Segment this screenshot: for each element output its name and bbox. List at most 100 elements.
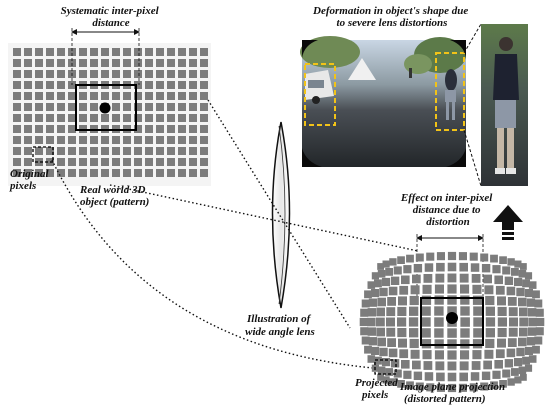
pixel-square	[123, 147, 131, 155]
pixel-square	[123, 114, 131, 122]
projected-pixel-square	[436, 372, 445, 382]
projected-pixel-square	[368, 298, 378, 307]
projected-pixel-square	[460, 339, 470, 349]
projected-pixel-square	[390, 359, 400, 368]
distorted-center-dot	[446, 312, 458, 324]
pixel-square	[35, 103, 43, 111]
projected-pixel-square	[371, 289, 380, 298]
pixel-square	[200, 48, 208, 56]
pixel-square	[145, 125, 153, 133]
projected-pixel-square	[509, 317, 518, 327]
projected-pixel-square	[469, 383, 478, 392]
pixel-square	[101, 158, 109, 166]
pixel-square	[134, 48, 142, 56]
pixel-square	[35, 158, 43, 166]
distorted-pixel-grid	[359, 251, 545, 393]
projected-pixel-square	[492, 370, 501, 379]
pixel-square	[189, 48, 197, 56]
pixel-square	[57, 81, 65, 89]
projected-pixel-square	[426, 252, 435, 261]
projected-pixel-square	[497, 317, 507, 327]
pixel-square	[13, 158, 21, 166]
distorted-center-box	[420, 297, 484, 346]
projected-pixel-square	[506, 348, 516, 358]
pixel-square	[90, 169, 98, 177]
pixel-square	[90, 48, 98, 56]
pixel-square	[101, 169, 109, 177]
pixel-square	[189, 81, 197, 89]
pixel-square	[79, 114, 87, 122]
projected-pixel-square	[497, 306, 507, 316]
projected-pixel-square	[367, 308, 376, 317]
projected-pixel-square	[499, 256, 507, 264]
projected-pixel-square	[434, 339, 444, 349]
projected-pixel-square	[528, 355, 537, 363]
pixel-square	[13, 92, 21, 100]
pixel-square	[134, 125, 142, 133]
pixel-square	[145, 59, 153, 67]
pixel-square	[145, 136, 153, 144]
projected-pixel-square	[371, 272, 379, 280]
pixel-square	[200, 103, 208, 111]
pixel-square	[35, 114, 43, 122]
pixel-square	[101, 92, 109, 100]
pixel-square	[167, 125, 175, 133]
pixel-square	[200, 59, 208, 67]
projected-pixel-square	[460, 306, 470, 316]
projected-pixel-square	[536, 317, 545, 327]
pixel-square	[24, 59, 32, 67]
projected-pixel-square	[421, 306, 431, 316]
effect-distance-label: Effect on inter-pixel distance due to di…	[400, 192, 495, 228]
projected-pixel-square	[409, 295, 419, 306]
projected-pixel-square	[481, 264, 491, 273]
projected-pixel-square	[472, 284, 482, 294]
projected-pixel-square	[390, 276, 400, 285]
pixel-square	[200, 125, 208, 133]
pixel-square	[57, 48, 65, 56]
projected-pixel-square	[522, 356, 530, 365]
projected-pixel-square	[507, 378, 515, 386]
projected-pixel-square	[436, 383, 445, 392]
pixel-square	[134, 169, 142, 177]
pixel-square	[13, 81, 21, 89]
pixel-square	[167, 136, 175, 144]
projected-pixel-square	[508, 327, 518, 337]
projected-pixel-square	[393, 266, 402, 275]
pixel-square	[35, 92, 43, 100]
projected-pixel-square	[434, 350, 444, 360]
pixel-square	[167, 103, 175, 111]
pixel-square	[68, 136, 76, 144]
pixel-square	[24, 70, 32, 78]
pixel-square	[156, 103, 164, 111]
projected-pixel-square	[406, 254, 414, 263]
projected-pixel-square	[495, 349, 505, 359]
pixel-square	[167, 70, 175, 78]
projected-pixel-square	[504, 359, 514, 368]
lens-illustration-label: Illustration of wide angle lens	[245, 313, 315, 338]
projected-pixel-square	[360, 327, 369, 336]
pixel-square	[156, 158, 164, 166]
pixel-square	[68, 125, 76, 133]
pixel-square	[134, 70, 142, 78]
pixel-square	[101, 136, 109, 144]
car-highlight-box	[304, 63, 336, 126]
pixel-square	[112, 92, 120, 100]
projected-pixel-square	[382, 260, 390, 268]
projected-pixel-square	[409, 328, 419, 338]
pixel-square	[35, 136, 43, 144]
projected-pixel-square	[398, 296, 407, 306]
projected-pixel-square	[376, 317, 385, 327]
pixel-square	[167, 92, 175, 100]
projected-pixel-square	[382, 376, 390, 384]
projected-pixel-square	[483, 360, 492, 370]
pixel-square	[134, 92, 142, 100]
projected-pixel-square	[389, 378, 397, 386]
projected-pixel-square	[359, 317, 368, 327]
pixel-square	[57, 125, 65, 133]
pixel-square	[189, 103, 197, 111]
projected-pixel-square	[483, 274, 492, 284]
projected-pixel-square	[518, 366, 527, 375]
projected-pixel-square	[490, 254, 498, 263]
projected-pixel-square	[447, 262, 457, 272]
projected-pixel-square	[376, 327, 385, 337]
